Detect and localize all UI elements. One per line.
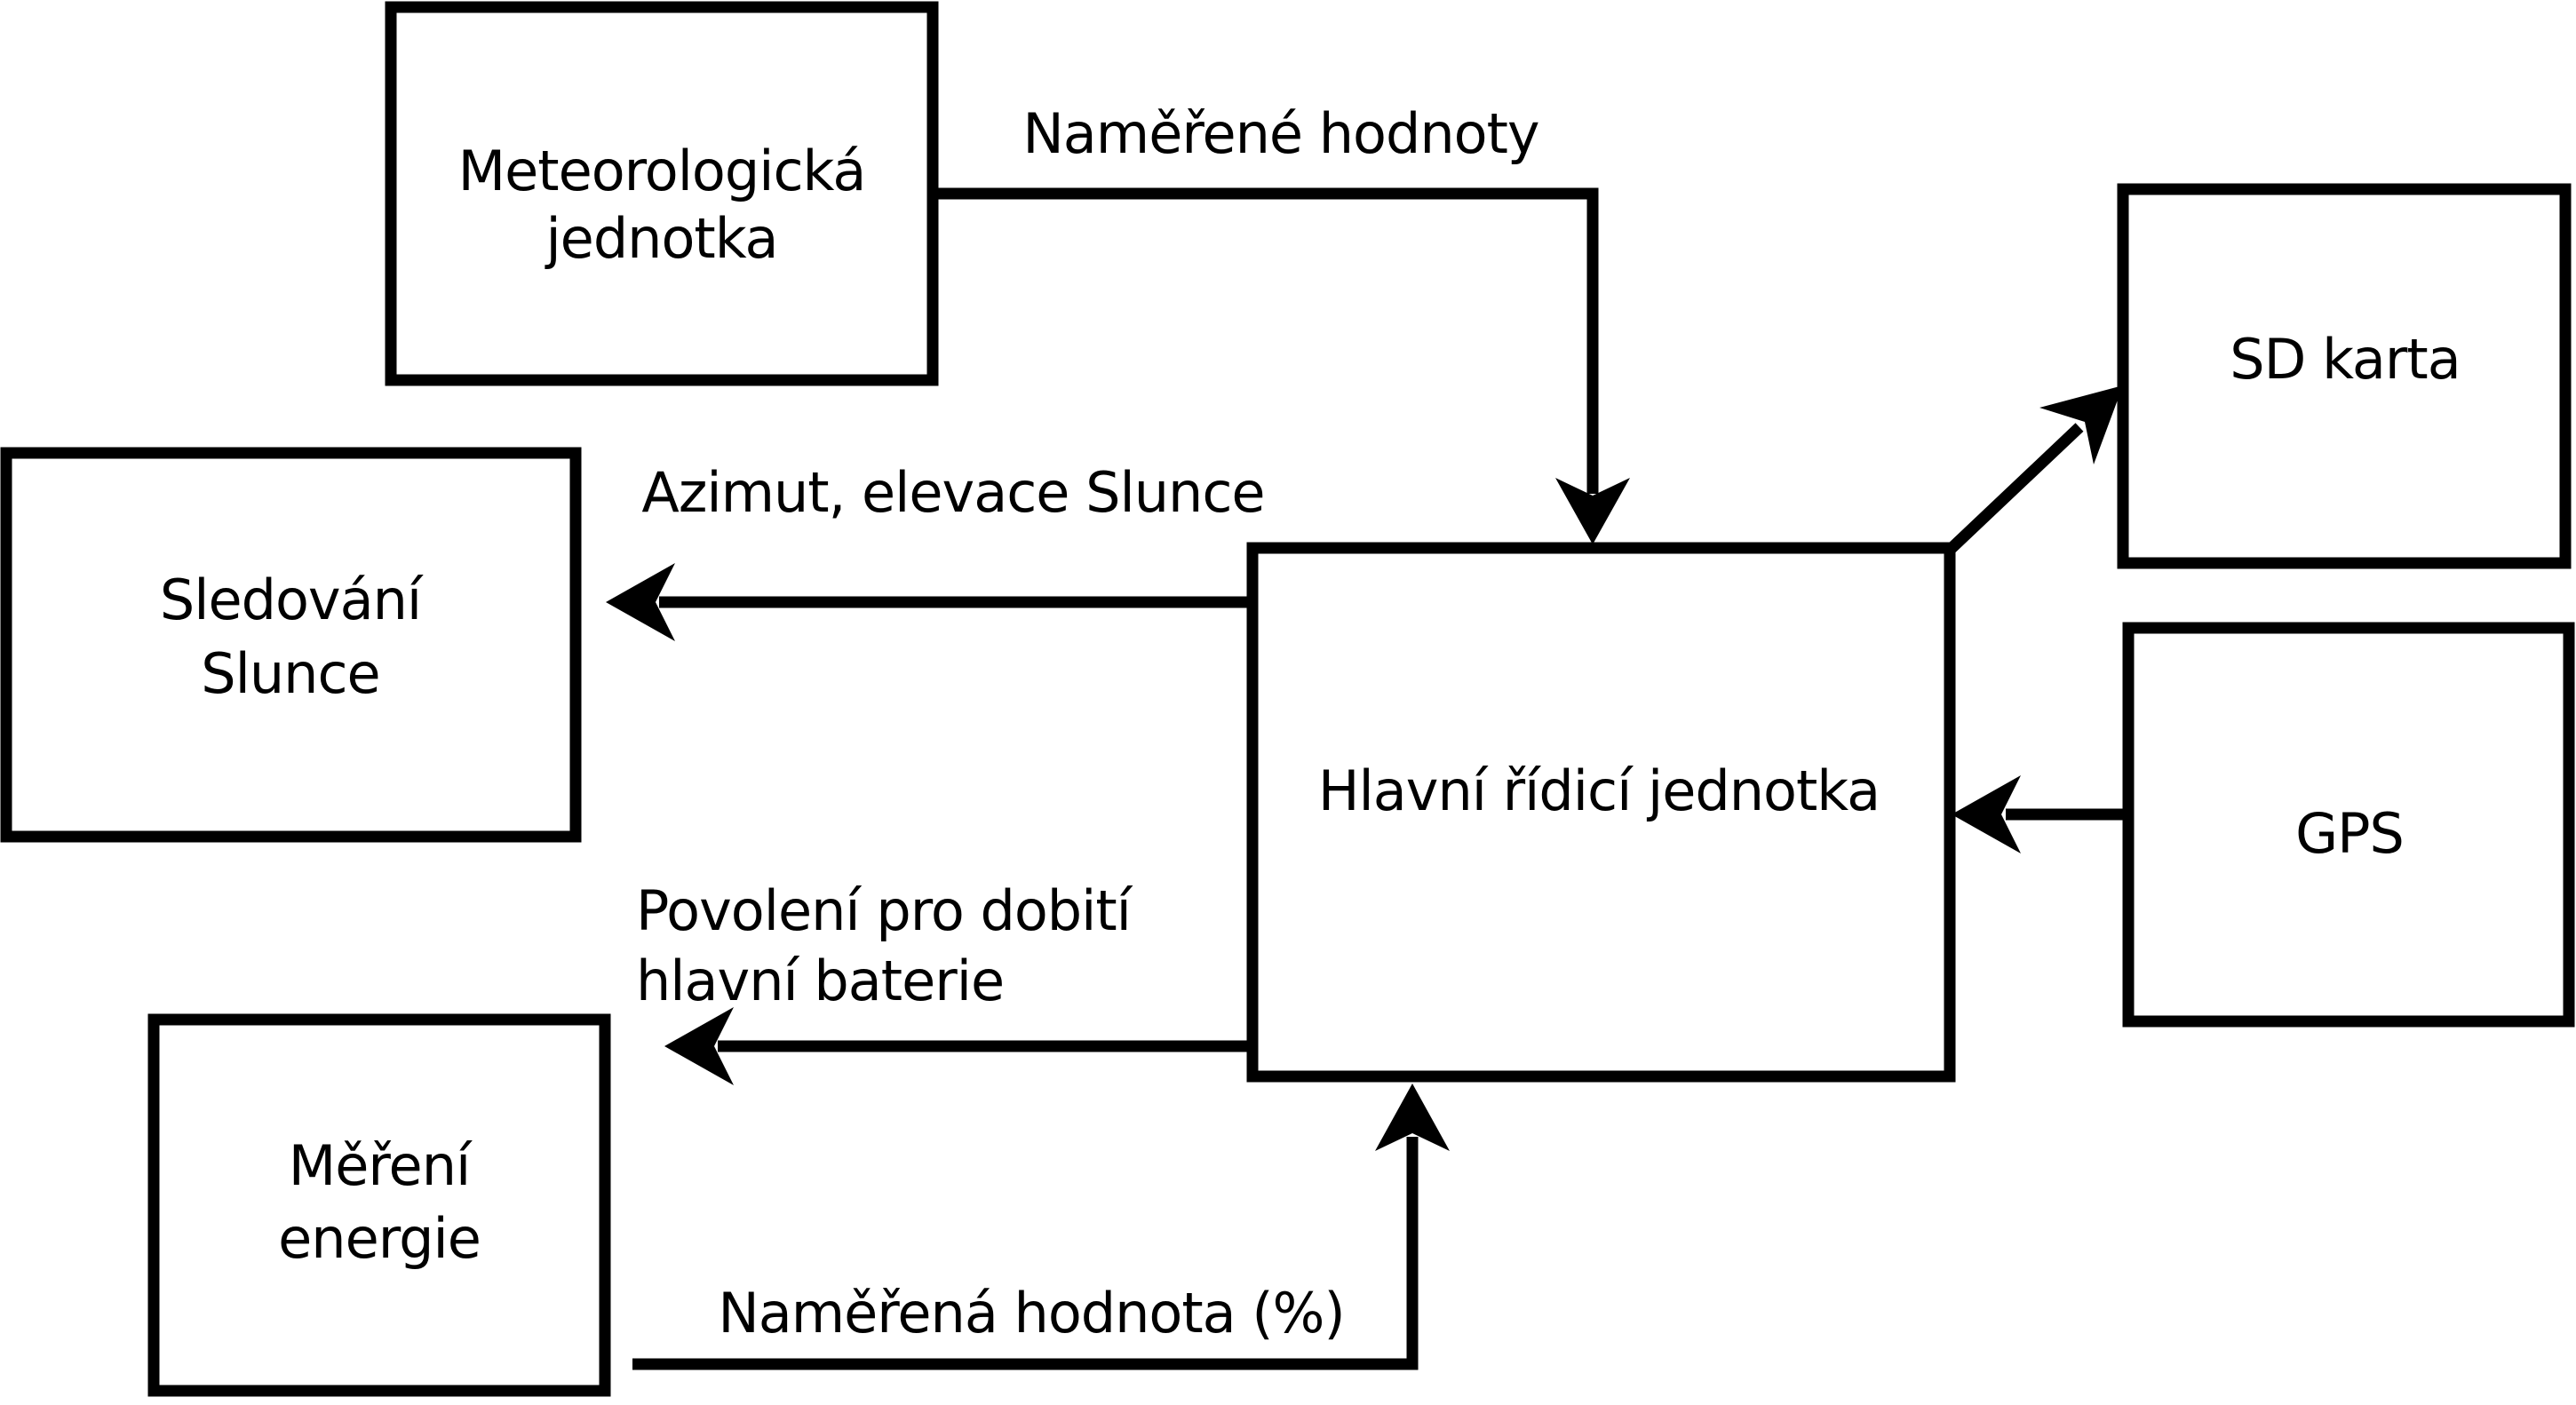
- node-sd-karta-label: SD karta: [2230, 327, 2460, 392]
- arrowhead-down-into-main-top: [1555, 478, 1630, 544]
- node-gps-label: GPS: [2295, 801, 2404, 866]
- node-meteorologicka-jednotka: [385, 1, 939, 386]
- node-mereni-energie-label-line2: energie: [278, 1206, 481, 1271]
- edge-mereni-to-main: [632, 1137, 1419, 1370]
- edge-label-povoleni-pro-dobiti-line2: hlavní baterie: [636, 949, 1004, 1013]
- node-gps: [2122, 622, 2575, 1028]
- edge-label-namerene-hodnoty: Naměřené hodnoty: [1022, 101, 1538, 166]
- edge-label-povoleni-pro-dobiti-line1: Povolení pro dobití: [636, 878, 1133, 943]
- node-mereni-energie-label-line1: Měření: [289, 1133, 473, 1198]
- arrowhead-to-sd-card: [2039, 385, 2123, 464]
- node-meteorologicka-jednotka-label-line1: Meteorologická: [458, 139, 866, 203]
- edge-meteo-to-main: [933, 187, 1599, 494]
- arrowhead-left-dobiti: [664, 1007, 734, 1085]
- node-meteorologicka-jednotka-label-line2: jednotka: [544, 206, 777, 271]
- edge-label-namerena-hodnota-procenta: Naměřená hodnota (%): [718, 1281, 1344, 1345]
- arrowhead-left-into-main-right: [1952, 775, 2021, 853]
- arrowhead-up-into-main-bottom: [1375, 1084, 1450, 1151]
- node-sledovani-slunce-label-line2: Slunce: [201, 641, 379, 706]
- edge-main-to-sd: [1943, 423, 2084, 557]
- node-hlavni-ridici-jednotka-label: Hlavní řídicí jednotka: [1318, 758, 1880, 823]
- arrowhead-left-to-sledovani: [606, 563, 675, 641]
- node-hlavni-ridici-jednotka: [1246, 542, 1956, 1083]
- edge-label-azimut-elevace-slunce: Azimut, elevace Slunce: [641, 460, 1264, 525]
- node-sd-karta: [2117, 183, 2572, 569]
- node-sledovani-slunce: [0, 447, 582, 843]
- node-mereni-energie: [147, 1013, 611, 1397]
- node-sledovani-slunce-label-line1: Sledování: [160, 568, 424, 632]
